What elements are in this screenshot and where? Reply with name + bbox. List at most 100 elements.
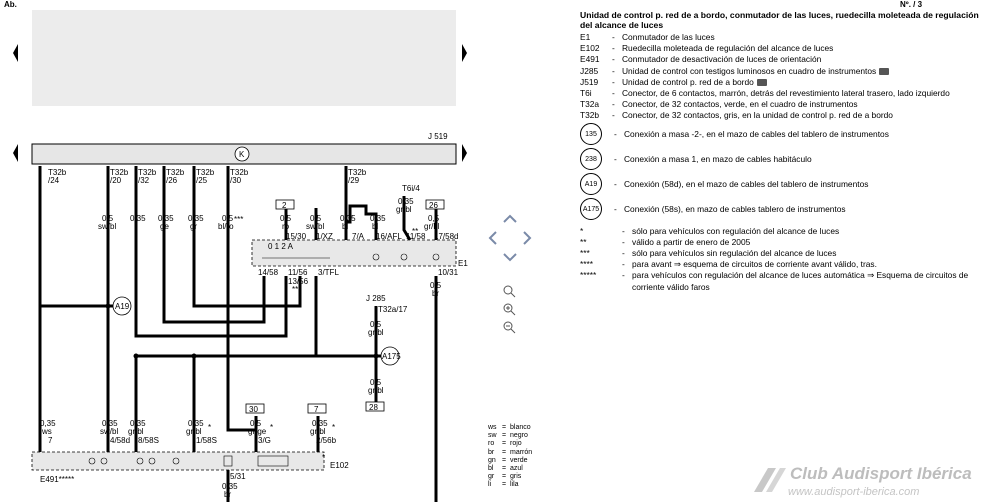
e102-star: * bbox=[322, 453, 325, 462]
component-desc: Conector, de 32 contactos, gris, en la u… bbox=[622, 110, 893, 121]
zoom-out-icon bbox=[503, 321, 513, 331]
component-desc: Ruedecilla moleteada de regulación del a… bbox=[622, 43, 834, 54]
svg-text:br: br bbox=[432, 289, 439, 298]
next-arrow-icon[interactable] bbox=[462, 144, 467, 162]
j519-label: J 519 bbox=[428, 132, 448, 141]
e491-label: E491***** bbox=[40, 475, 74, 484]
svg-text:0,5: 0,5 bbox=[430, 281, 442, 290]
j285-bottom-size: 0,5 bbox=[370, 378, 382, 387]
svg-text:0,35: 0,35 bbox=[188, 419, 204, 428]
color-abbr: sw bbox=[488, 432, 497, 440]
svg-text:0,35: 0,35 bbox=[188, 214, 204, 223]
svg-text:0,35: 0,35 bbox=[158, 214, 174, 223]
note-row: **-válido a partir de enero de 2005 bbox=[580, 237, 990, 248]
svg-text:1/XZ: 1/XZ bbox=[316, 232, 333, 241]
next-page-arrow-icon[interactable] bbox=[462, 44, 467, 62]
nav-pad[interactable] bbox=[488, 214, 532, 262]
svg-text:13/56: 13/56 bbox=[288, 277, 309, 286]
svg-text:ge: ge bbox=[160, 222, 169, 231]
zoom-tools[interactable] bbox=[503, 285, 516, 334]
svg-text:**: ** bbox=[412, 227, 418, 236]
note-mark: * bbox=[580, 225, 584, 236]
color-name: marrón bbox=[510, 448, 533, 456]
bottom-wire-labels: 0,35 ws 7 0,35 sw/bl 4/58d 0,35 gr/bl 8/… bbox=[40, 419, 337, 499]
svg-text:2/56b: 2/56b bbox=[316, 436, 337, 445]
color-abbr: ro bbox=[488, 440, 495, 448]
e1-pin-labels: 14/58 11/56 13/56 ** 3/TFL bbox=[258, 268, 339, 294]
connection-desc: Conexión (58s), en mazo de cables tabler… bbox=[624, 203, 846, 214]
prev-page-arrow-icon[interactable] bbox=[13, 44, 18, 62]
component-desc: Conmutador de desactivación de luces de … bbox=[622, 54, 822, 65]
connection-desc: Conexión (58d), en el mazo de cables del… bbox=[624, 178, 869, 189]
svg-text:0,35: 0,35 bbox=[130, 214, 146, 223]
component-code: T6i bbox=[580, 88, 592, 99]
j285-pin: T32a/17 bbox=[378, 305, 408, 314]
component-code: E491 bbox=[580, 54, 600, 65]
notes-list: *-sólo para vehículos con regulación del… bbox=[580, 226, 990, 293]
e102-label: E102 bbox=[330, 461, 349, 470]
note-row: ***-sólo para vehículos sin regulación d… bbox=[580, 248, 990, 259]
svg-text:T32b: T32b bbox=[110, 168, 129, 177]
a175-label: A175 bbox=[382, 352, 401, 361]
color-abbr: li bbox=[488, 481, 492, 489]
color-abbr: gn bbox=[488, 456, 496, 464]
camera-icon[interactable] bbox=[879, 67, 890, 75]
component-code: E1 bbox=[580, 32, 591, 42]
svg-text:7: 7 bbox=[314, 405, 319, 414]
svg-text:sw/bl: sw/bl bbox=[306, 222, 324, 231]
connection-row: 135-Conexión a masa -2-, en el mazo de c… bbox=[580, 122, 990, 147]
svg-text:3/TFL: 3/TFL bbox=[318, 268, 339, 277]
a19-connection bbox=[112, 296, 132, 316]
svg-text:sw/bl: sw/bl bbox=[98, 222, 116, 231]
svg-text:26: 26 bbox=[429, 201, 438, 210]
t6i-label: T6i/4 bbox=[402, 184, 420, 193]
wire-11-58 bbox=[402, 196, 412, 241]
wire-t32b-30 bbox=[226, 166, 258, 452]
svg-text:ws: ws bbox=[41, 427, 52, 436]
connection-row: 238-Conexión a masa 1, en mazo de cables… bbox=[580, 147, 990, 172]
color-row: gr=gris bbox=[488, 473, 522, 481]
component-desc: Unidad de control con testigos luminosos… bbox=[622, 66, 990, 77]
j285-size: 0,5 bbox=[370, 320, 382, 329]
color-name: rojo bbox=[510, 440, 522, 448]
connection-desc: Conexión a masa -2-, en el mazo de cable… bbox=[624, 128, 889, 139]
component-code: T32a bbox=[580, 99, 600, 110]
svg-text:T32b: T32b bbox=[196, 168, 215, 177]
svg-text:/29: /29 bbox=[348, 176, 360, 185]
color-row: li=lila bbox=[488, 481, 519, 489]
camera-icon[interactable] bbox=[756, 79, 767, 87]
svg-text:*: * bbox=[208, 423, 211, 432]
svg-text:4/58d: 4/58d bbox=[110, 436, 130, 445]
legend-title: Unidad de control p. red de a bordo, con… bbox=[580, 10, 979, 30]
color-abbr: bl bbox=[488, 465, 494, 473]
svg-text:17/58d: 17/58d bbox=[434, 232, 458, 241]
mass-boxes: 2 26 28 30 7 bbox=[245, 199, 445, 414]
svg-text:***: *** bbox=[234, 215, 243, 224]
watermark-title: Club Audisport Ibérica bbox=[790, 464, 972, 483]
svg-text:/25: /25 bbox=[196, 176, 208, 185]
wire-t32b-26 bbox=[162, 166, 266, 324]
color-abbr: br bbox=[488, 448, 495, 456]
pan-right-icon bbox=[523, 231, 532, 245]
svg-text:0,35: 0,35 bbox=[340, 214, 356, 223]
svg-text:0,35: 0,35 bbox=[102, 419, 118, 428]
note-desc: sólo para vehículos sin regulación del a… bbox=[632, 248, 837, 259]
component-desc: Conector, de 32 contactos, verde, en el … bbox=[622, 99, 858, 110]
header-left: Ab. bbox=[4, 0, 17, 9]
svg-text:8/58S: 8/58S bbox=[138, 436, 159, 445]
prev-arrow-icon[interactable] bbox=[13, 144, 18, 162]
color-row: bl=azul bbox=[488, 465, 523, 473]
svg-text:gr/ge: gr/ge bbox=[248, 427, 267, 436]
color-row: sw=negro bbox=[488, 432, 528, 440]
svg-text:bl/ro: bl/ro bbox=[218, 222, 234, 231]
svg-text:/20: /20 bbox=[110, 176, 122, 185]
svg-text:/32: /32 bbox=[138, 176, 150, 185]
color-name: blanco bbox=[510, 424, 531, 431]
svg-text:T32b: T32b bbox=[48, 168, 67, 177]
svg-text:sw/bl: sw/bl bbox=[100, 427, 118, 436]
top-wire-labels: T32b /24 T32b /20 0,5 sw/bl T32b /32 0,3… bbox=[48, 168, 367, 231]
svg-text:0,35: 0,35 bbox=[40, 419, 56, 428]
svg-text:14/58: 14/58 bbox=[258, 268, 279, 277]
svg-text:7: 7 bbox=[48, 436, 53, 445]
